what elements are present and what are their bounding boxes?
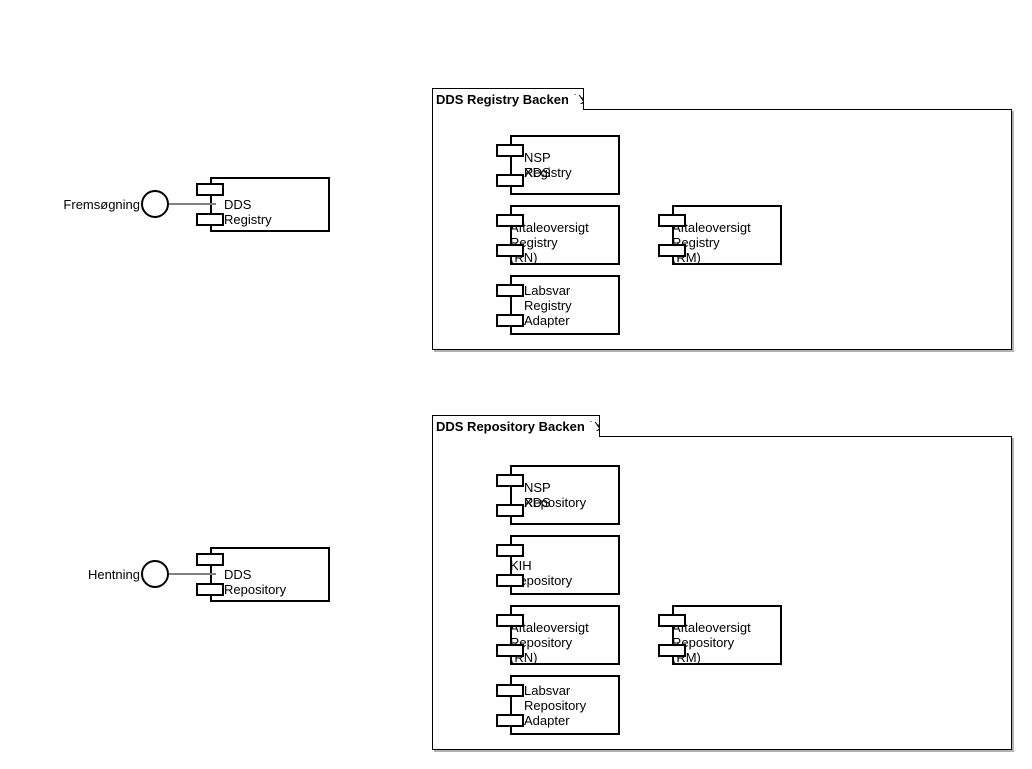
component-port-bottom [496,504,524,517]
component-body [672,605,782,665]
package-title: DDS Repository Backends [436,419,600,434]
component-body [510,465,620,525]
component-body [210,547,330,602]
component-port-top [496,684,524,697]
connector-fremsoegning-to-dds-registry [169,203,216,205]
package-title: DDS Registry Backends [436,92,585,107]
component-port-bottom [496,244,524,257]
package-tab-fold-icon [584,422,600,438]
component-body [510,135,620,195]
component-port-bottom [658,644,686,657]
component-port-bottom [196,583,224,596]
component-body [510,535,620,595]
component-port-top [496,144,524,157]
component-port-top [496,284,524,297]
component-body [210,177,330,232]
component-body [510,275,620,335]
package-tab-fold-icon [568,95,584,111]
component-port-top [496,214,524,227]
component-port-bottom [496,714,524,727]
component-port-top [496,544,524,557]
provided-interface-circle-hentning[interactable] [141,560,169,588]
component-port-top [496,614,524,627]
component-port-top [196,183,224,196]
package-tab: DDS Repository Backends [432,415,600,437]
component-port-bottom [496,644,524,657]
component-port-bottom [196,213,224,226]
component-port-top [496,474,524,487]
component-body [510,605,620,665]
component-port-bottom [658,244,686,257]
package-dds-repository-backends: DDS Repository Backends NSP XDS Reposito… [432,415,1012,750]
connector-hentning-to-dds-repository [169,573,216,575]
component-port-top [196,553,224,566]
interface-label-fremsoegning: Fremsøgning [63,197,140,212]
package-tab: DDS Registry Backends [432,88,584,110]
component-port-top [658,214,686,227]
component-body [672,205,782,265]
component-body [510,675,620,735]
interface-label-hentning: Hentning [87,567,140,582]
package-dds-registry-backends: DDS Registry Backends NSP XDS Registry A… [432,88,1012,350]
component-port-top [658,614,686,627]
component-body [510,205,620,265]
component-port-bottom [496,174,524,187]
provided-interface-circle-fremsoegning[interactable] [141,190,169,218]
component-port-bottom [496,314,524,327]
component-port-bottom [496,574,524,587]
